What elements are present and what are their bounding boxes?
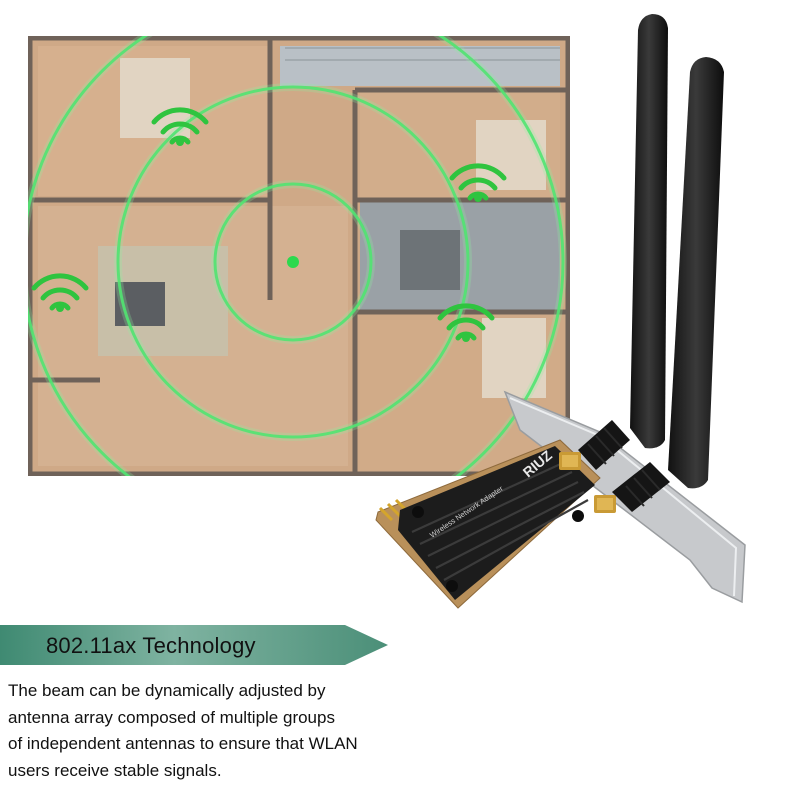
description-line: of independent antennas to ensure that W… [8, 734, 358, 753]
antenna-left [578, 14, 668, 470]
antenna-connector [594, 495, 616, 513]
wifi-icon [437, 303, 495, 342]
wifi-icon [449, 163, 507, 202]
description-line: users receive stable signals. [8, 760, 222, 780]
wifi-icon [31, 273, 89, 312]
description-line: The beam can be dynamically adjusted by [8, 681, 326, 700]
feature-banner: 802.11ax Technology [0, 625, 400, 669]
description-line: antenna array composed of multiple group… [8, 707, 335, 727]
banner-arrow-shape [0, 625, 388, 665]
antenna-connector [559, 452, 581, 470]
router-dot [287, 256, 299, 268]
wifi-icon [151, 107, 209, 146]
floor-plan [28, 36, 570, 476]
hero-illustration: RIUZ Wireless Network Adapter [28, 14, 746, 609]
description: The beam can be dynamically adjusted by … [8, 678, 428, 784]
antenna-right [612, 57, 724, 512]
banner-title: 802.11ax Technology [46, 633, 256, 658]
